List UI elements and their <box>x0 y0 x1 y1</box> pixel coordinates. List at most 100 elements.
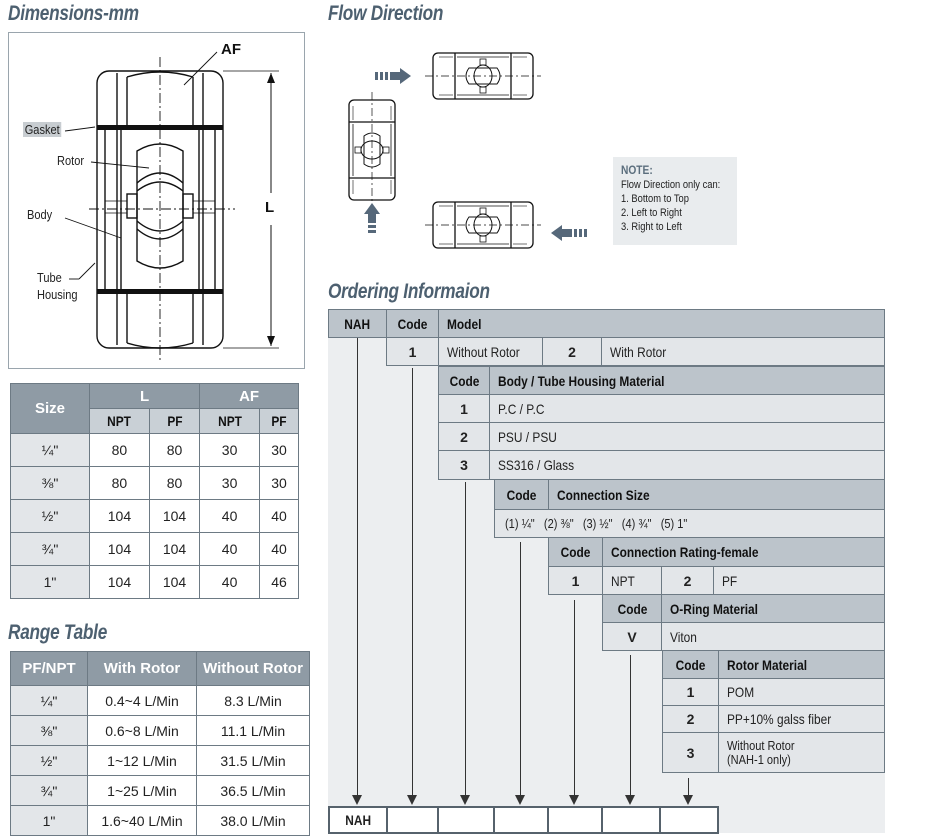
af-npt-cell: 30 <box>199 433 260 467</box>
body-material-option: P.C / P.C <box>489 394 885 423</box>
l-npt-cell: 104 <box>89 532 150 566</box>
order-code-box-rating[interactable] <box>547 806 603 834</box>
rotor-material-option: PP+10% galss fiber <box>718 705 885 733</box>
l-npt-cell: 80 <box>89 433 150 467</box>
body-code-header: Code <box>438 366 490 395</box>
order-code-box-oring[interactable] <box>601 806 661 834</box>
body-material-header: Body / Tube Housing Material <box>489 366 885 395</box>
af-npt-header: NPT <box>199 408 260 434</box>
table-row: ⅜" 80 80 30 30 <box>10 466 299 500</box>
order-code-box-model[interactable] <box>386 806 439 834</box>
without-rotor-cell: 36.5 L/Min <box>196 775 310 806</box>
note-line: 2. Left to Right <box>621 207 682 219</box>
table-row: ¼" 0.4~4 L/Min 8.3 L/Min <box>10 685 310 716</box>
note-line: Flow Direction only can: <box>621 179 721 191</box>
with-rotor-cell: 0.4~4 L/Min <box>87 685 197 716</box>
range-table-title: Range Table <box>8 621 108 644</box>
gasket-label: Gasket <box>23 122 62 137</box>
oring-header: O-Ring Material <box>661 594 885 623</box>
order-code-box-body[interactable] <box>437 806 495 834</box>
nah-header: NAH <box>328 309 387 338</box>
af-pf-cell: 30 <box>259 466 299 500</box>
af-pf-cell: 46 <box>259 565 299 599</box>
af-label: AF <box>221 41 241 58</box>
l-pf-header: PF <box>148 408 201 434</box>
connection-size-header: Connection Size <box>548 479 885 510</box>
body-code-3: 3 <box>438 450 490 480</box>
af-npt-cell: 30 <box>199 466 260 500</box>
rating-code-1: 1 <box>548 566 603 595</box>
connector-line <box>574 600 575 800</box>
l-npt-cell: 104 <box>89 499 150 533</box>
model-header: Model <box>438 309 885 338</box>
rotor-material-option: POM <box>718 678 885 706</box>
with-rotor-cell: 1~25 L/Min <box>87 775 197 806</box>
model-code-2: 2 <box>542 337 602 366</box>
dimensions-title: Dimensions-mm <box>8 2 139 25</box>
with-rotor-cell: 1~12 L/Min <box>87 745 197 776</box>
size-cell: 1" <box>10 805 88 836</box>
arrow-down-icon <box>683 795 693 805</box>
table-row: 1" 104 104 40 46 <box>10 565 299 599</box>
flow-direction-diagram <box>348 52 587 249</box>
order-code-box-nah: NAH <box>328 806 388 834</box>
l-npt-cell: 104 <box>89 565 150 599</box>
size-cell: ⅜" <box>10 466 90 500</box>
af-npt-cell: 40 <box>199 532 260 566</box>
connector-line <box>520 542 521 800</box>
without-rotor-cell: 11.1 L/Min <box>196 715 310 746</box>
l-pf-cell: 104 <box>148 565 201 599</box>
arrow-down-icon <box>407 795 417 805</box>
oring-code-header: Code <box>602 594 662 623</box>
dimensions-diagram: AF Gasket Rotor Body Tube Housing L <box>8 32 305 369</box>
pf-npt-header: PF/NPT <box>10 651 88 686</box>
arrow-down-icon <box>460 795 470 805</box>
rating-code-header: Code <box>548 537 603 567</box>
order-code-box-rotor[interactable] <box>659 806 719 834</box>
af-pf-cell: 40 <box>259 532 299 566</box>
with-rotor-cell: 0.6~8 L/Min <box>87 715 197 746</box>
flow-note: NOTE: Flow Direction only can: 1. Bottom… <box>613 157 737 245</box>
table-row: ½" 1~12 L/Min 31.5 L/Min <box>10 745 310 776</box>
af-header: AF <box>199 383 299 409</box>
size-code-header: Code <box>494 479 549 510</box>
arrow-right-to-left-icon <box>551 225 587 241</box>
note-line: 1. Bottom to Top <box>621 193 689 205</box>
arrow-left-to-right-icon <box>375 68 411 84</box>
order-code-box-size[interactable] <box>493 806 549 834</box>
body-material-option: SS316 / Glass <box>489 450 885 480</box>
code-header: Code <box>386 309 439 338</box>
body-code-1: 1 <box>438 394 490 423</box>
rating-code-2: 2 <box>661 566 714 595</box>
l-dimension-label: L <box>265 199 275 216</box>
without-rotor-header: Without Rotor <box>196 651 310 686</box>
note-title: NOTE: <box>621 163 653 177</box>
rotor-code-header: Code <box>662 650 719 679</box>
arrow-down-icon <box>352 795 362 805</box>
without-rotor-cell: 38.0 L/Min <box>196 805 310 836</box>
rotor-material-header: Rotor Material <box>718 650 885 679</box>
body-code-2: 2 <box>438 422 490 451</box>
housing-label: Housing <box>37 287 78 302</box>
model-without-rotor: Without Rotor <box>438 337 543 366</box>
rotor-material-option: Without Rotor (NAH-1 only) <box>718 732 885 773</box>
connector-line <box>357 338 358 800</box>
rotor-code-1: 1 <box>662 678 719 706</box>
connector-line <box>412 368 413 800</box>
af-pf-cell: 30 <box>259 433 299 467</box>
with-rotor-cell: 1.6~40 L/Min <box>87 805 197 836</box>
model-code-1: 1 <box>386 337 439 366</box>
oring-code-v: V <box>602 622 662 651</box>
table-row: 1" 1.6~40 L/Min 38.0 L/Min <box>10 805 310 836</box>
with-rotor-header: With Rotor <box>87 651 197 686</box>
table-row: ⅜" 0.6~8 L/Min 11.1 L/Min <box>10 715 310 746</box>
l-npt-header: NPT <box>89 408 150 434</box>
table-row: ¼" 80 80 30 30 <box>10 433 299 467</box>
size-cell: ¾" <box>10 532 90 566</box>
tube-label: Tube <box>37 270 62 285</box>
arrow-down-icon <box>569 795 579 805</box>
oring-viton: Viton <box>661 622 885 651</box>
table-row: ¾" 104 104 40 40 <box>10 532 299 566</box>
connection-size-options: (1) ¼" (2) ⅜" (3) ½" (4) ¾" (5) 1" <box>494 509 885 538</box>
size-cell: ¼" <box>10 433 90 467</box>
